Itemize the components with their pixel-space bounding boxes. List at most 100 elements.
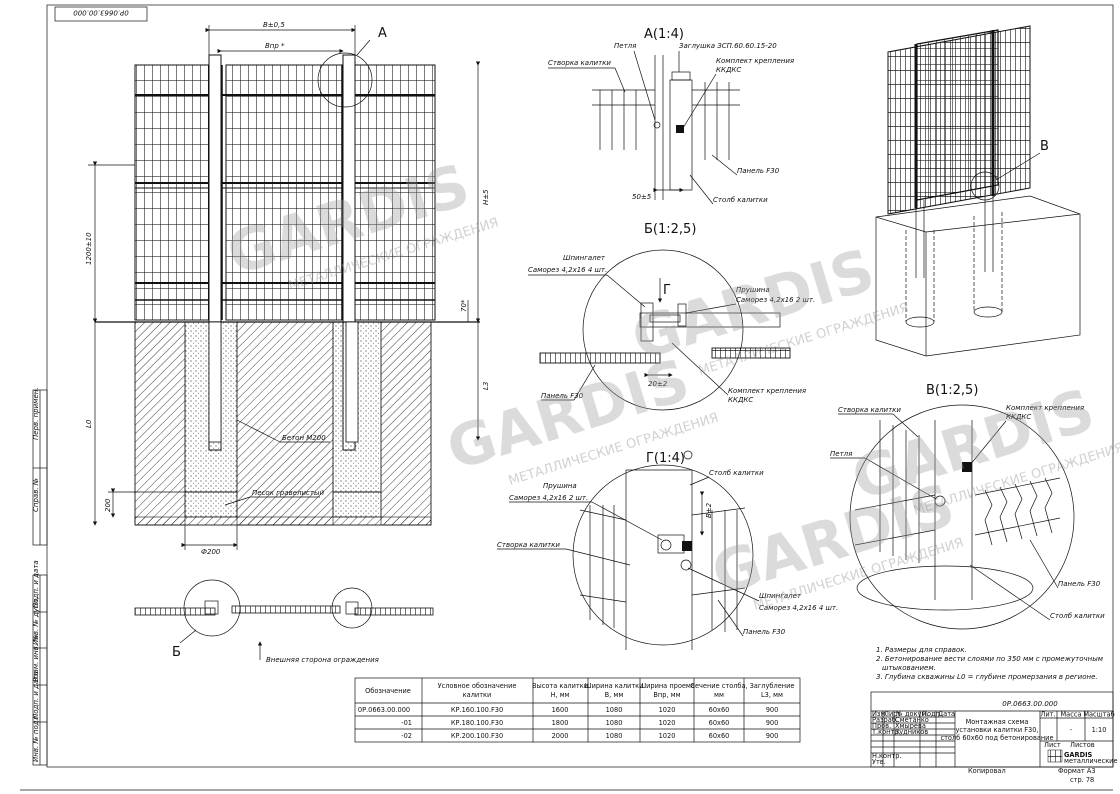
cell-1-4: 1020	[659, 719, 676, 727]
side-stamp-4: Инв. № дубл.	[32, 597, 40, 645]
cell-2-3: 1080	[606, 732, 623, 740]
cell-0-1: КР.160.100.F30	[451, 706, 503, 714]
label-b-samorez2: Саморез 4,2х16 2 шт.	[736, 296, 815, 304]
side-stamp-3: Подп. и дата	[32, 560, 40, 608]
tb-sheets: Листов	[1070, 741, 1095, 749]
tb-row-0-2: № докум.	[895, 710, 929, 718]
dim-b: В±0,5	[263, 21, 285, 29]
dim-1200: 1200±10	[85, 232, 93, 265]
th-height-2: Н, мм	[550, 691, 569, 699]
side-stamp-column: Перв. примен. Справ. № Подп. и дата Инв.…	[32, 387, 48, 766]
label-a-zaglushka: Заглушка ЗСП.60.60.15-20	[679, 42, 777, 50]
tb-brand: GARDIS	[1064, 751, 1093, 759]
tb-title-3: столб 60х60 под бетонирование	[940, 734, 1053, 742]
label-b-komplekt-2: ККДКС	[728, 396, 753, 404]
dim-200: 200	[104, 498, 112, 512]
section-b: Б(1:2,5) Г 20±2 Шпингалет Саморез 4,2х16…	[528, 222, 815, 411]
tb-row-0-1: Лист	[884, 710, 901, 718]
tb-row-3-1: Зудников	[895, 728, 928, 736]
label-g-samorez2: Саморез 4,2х16 2 шт.	[509, 494, 588, 502]
tb-format: Формат А3	[1058, 767, 1096, 775]
tb-col-mass: Масса	[1060, 711, 1081, 719]
tb-col-scale: Масштаб	[1083, 711, 1114, 719]
label-b-panel: Панель F30	[541, 392, 584, 400]
tb-row-0-3: Подп.	[922, 710, 942, 718]
th-height-1: Высота калитки	[532, 682, 588, 690]
cell-2-2: 2000	[552, 732, 569, 740]
th-depth-1: Заглубление	[750, 682, 795, 690]
sheet-frame	[46, 4, 1114, 768]
th-section-1: Сечение столба,	[690, 682, 747, 690]
cell-1-5: 60х60	[709, 719, 730, 727]
callout-v: В	[1040, 139, 1049, 154]
cell-1-0: -01	[401, 719, 412, 727]
mesh-panel-left	[134, 64, 216, 321]
cell-1-6: 900	[766, 719, 779, 727]
main-elevation: А В±0,5 Впр * Н±5 70* L3 1200±10 L0 200 …	[85, 21, 490, 556]
section-g: Г(1:4) В±2 Прушина Саморез 4,2х16 2 шт. …	[497, 450, 838, 650]
callout-b: Б	[172, 645, 181, 660]
tb-row-5-0: Утв.	[872, 758, 886, 766]
cell-1-1: КР.180.100.F30	[451, 719, 503, 727]
cell-2-5: 60х60	[709, 732, 730, 740]
th-depth-2: L3, мм	[761, 691, 783, 699]
side-stamp-5: Взам. инв. №	[32, 634, 40, 682]
tb-row-3-0: Т.контр.	[871, 728, 901, 736]
isometric-view: В	[875, 25, 1081, 357]
tb-row-1-1: Сметанко	[895, 716, 929, 724]
tb-col-lit: Лит.	[1040, 711, 1055, 719]
cell-2-6: 900	[766, 732, 779, 740]
dim-b2: В±2	[705, 502, 713, 518]
dim-l3: L3	[482, 382, 490, 390]
cell-0-3: 1080	[606, 706, 623, 714]
section-a: А(1:4) 50±5 Петля Заглушка ЗСП.60.60.15-…	[548, 27, 794, 205]
cell-0-6: 900	[766, 706, 779, 714]
th-opening-1: Ширина проема	[639, 682, 695, 690]
title-block-code: 0Р.0663.00.000	[1002, 700, 1058, 708]
dim-20: 20±2	[648, 380, 668, 388]
th-designation: Обозначение	[365, 687, 411, 695]
dim-h: Н±5	[482, 189, 490, 205]
th-gate-code-1: Условное обозначение	[438, 682, 517, 690]
side-stamp-7: Инв. № подл.	[32, 714, 40, 762]
detail-circle-b	[582, 249, 744, 411]
tb-sheet: Лист	[1044, 741, 1061, 749]
label-g-prushina: Прушина	[543, 482, 577, 490]
label-g-panel: Панель F30	[743, 628, 786, 636]
title-block: 0Р.0663.00.000 Лит. Масса Масштаб - 1:10…	[870, 691, 1120, 775]
tb-copied: Копировал	[968, 767, 1006, 775]
notes: 1. Размеры для справок. 2. Бетонирование…	[876, 646, 1104, 681]
label-g-stolb: Столб калитки	[709, 469, 764, 477]
spec-table: Обозначение Условное обозначение калитки…	[354, 677, 801, 743]
cell-2-0: -02	[401, 732, 412, 740]
tb-row-0-4: Дата	[938, 710, 955, 718]
label-g-shpingalet: Шпингалет	[759, 592, 802, 600]
title-section-a: А(1:4)	[644, 27, 684, 42]
side-stamp-1: Перв. примен.	[32, 387, 40, 440]
tb-lit-value: -	[1070, 726, 1073, 734]
th-width-2: В, мм	[605, 691, 624, 699]
detail-circle-a	[317, 52, 373, 108]
th-section-2: мм	[714, 691, 724, 699]
top-code-text: 0Р.0663.00.000	[73, 9, 129, 17]
th-opening-2: Впр, мм	[653, 691, 680, 699]
tb-row-2-1: Хмырёва	[895, 722, 926, 730]
title-section-b: Б(1:2,5)	[644, 222, 696, 237]
label-g-samorez4: Саморез 4,2х16 4 шт.	[759, 604, 838, 612]
tb-title-1: Монтажная схема	[966, 718, 1029, 726]
plan-view: Б Внешняя сторона ограждения	[134, 579, 434, 664]
label-pesok: Песок гравелистый	[252, 489, 324, 497]
tb-row-4-0: Н.контр.	[872, 752, 902, 760]
tb-row-0-0: Изм.	[872, 710, 888, 718]
label-b-prushina: Прушина	[736, 286, 770, 294]
tb-brand-sub: металлические ограждения	[1064, 757, 1120, 765]
cell-0-5: 60х60	[709, 706, 730, 714]
label-v-komplekt-2: ККДКС	[1006, 413, 1031, 421]
tb-scale-value: 1:10	[1092, 726, 1107, 734]
label-v-komplekt-1: Комплект крепления	[1006, 404, 1084, 412]
note-3: 3. Глубина скважины L0 = глубине промерз…	[876, 673, 1098, 681]
title-section-g: Г(1:4)	[646, 451, 685, 466]
th-gate-code-2: калитки	[463, 691, 492, 699]
note-1: 1. Размеры для справок.	[876, 646, 967, 654]
label-outer-side: Внешняя сторона ограждения	[266, 656, 379, 664]
